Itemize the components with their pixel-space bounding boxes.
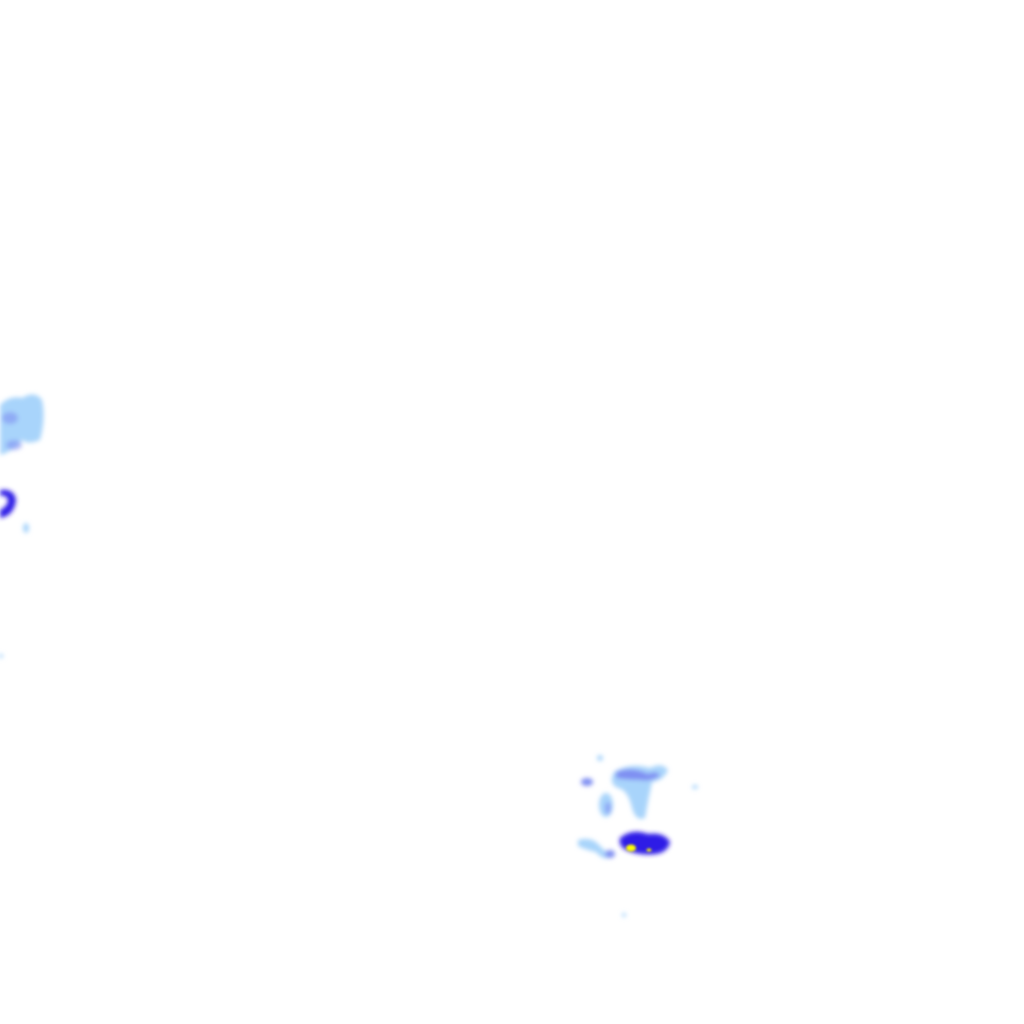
precip-area-intense: [646, 848, 652, 852]
precip-area-moderate: [2, 412, 18, 424]
precip-core-intense: [626, 844, 652, 852]
precip-area-moderate: [616, 769, 660, 781]
precip-area-light: [0, 394, 44, 455]
precip-area-heavy: [619, 831, 670, 855]
precip-area-moderate: [581, 778, 593, 786]
precip-area-intense: [626, 844, 636, 852]
precip-area-heavy: [0, 489, 16, 518]
precip-cell-southeast: [578, 755, 698, 917]
precip-area-light: [597, 755, 603, 761]
precip-area-light: [23, 523, 29, 533]
precip-area-light: [692, 785, 698, 789]
precip-area-moderate: [605, 802, 611, 814]
precip-cell-west: [0, 394, 44, 658]
precip-area-light: [578, 838, 612, 859]
precip-area-moderate: [6, 440, 22, 450]
precip-area-light: [622, 913, 626, 917]
precip-area-moderate: [605, 850, 615, 858]
precip-area-light: [0, 654, 3, 658]
